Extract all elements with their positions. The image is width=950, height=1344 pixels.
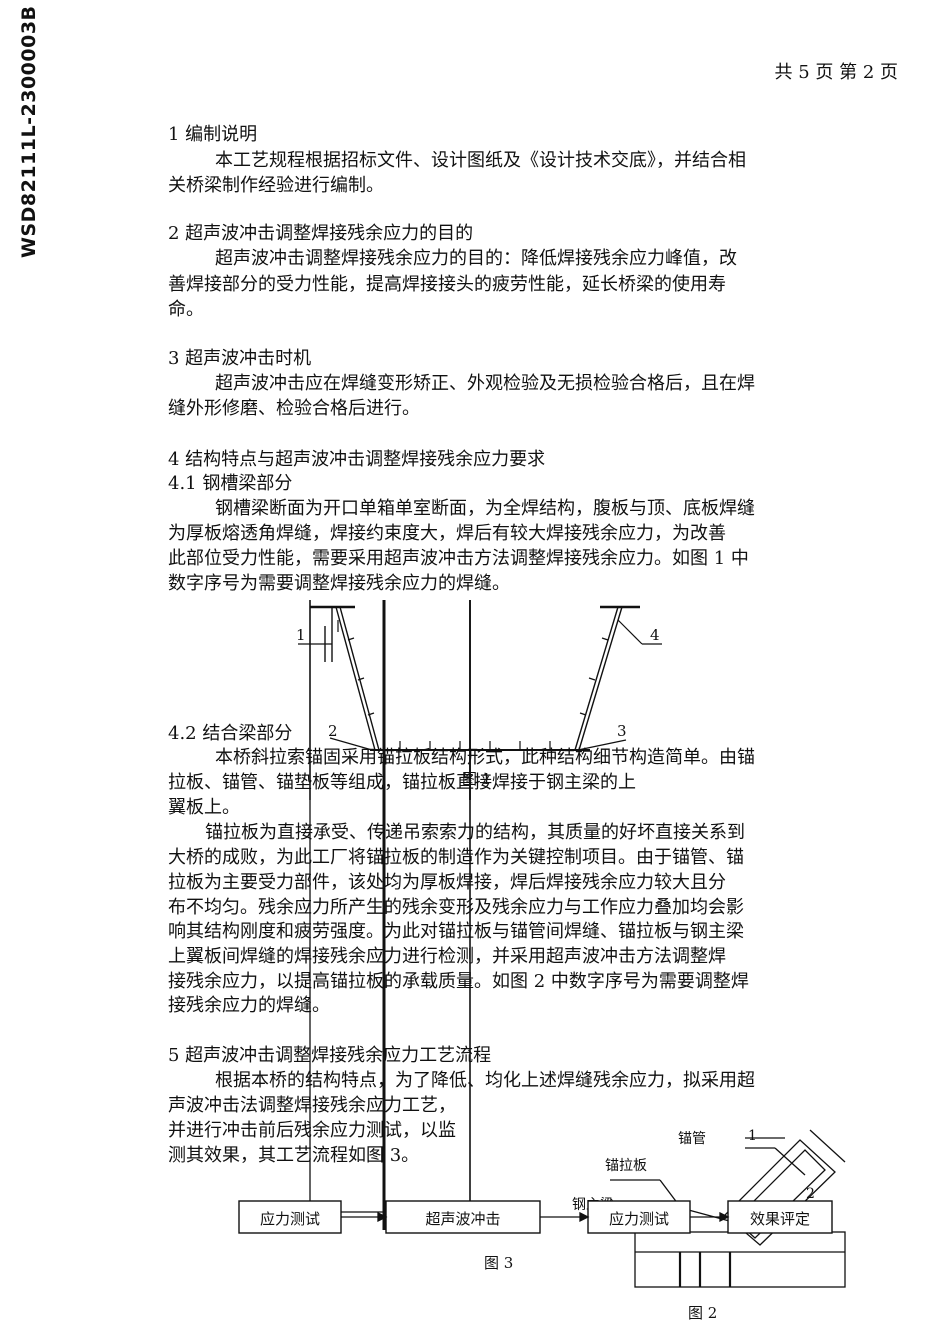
section-4-1-heading: 4.1 钢槽梁部分 (168, 473, 293, 494)
section-2-text: 善焊接部分的受力性能，提高焊接接头的疲劳性能，延长桥梁的使用寿 (168, 274, 726, 295)
figure-1-weld-1: 1 (296, 626, 306, 644)
section-4-1-text: 为厚板熔透角焊缝，焊接约束度大，焊后有较大焊接残余应力，为改善 (168, 523, 726, 544)
flow-step-effect-evaluation: 效果评定 (749, 1210, 810, 1228)
section-3-text: 缝外形修磨、检验合格后进行。 (168, 398, 420, 419)
section-2-text: 命。 (168, 299, 204, 320)
section-1-text: 关桥梁制作经验进行编制。 (168, 175, 384, 196)
section-2-heading: 2 超声波冲击调整焊接残余应力的目的 (168, 223, 474, 244)
figure-2-label-anchor-tube: 锚管 (678, 1131, 706, 1147)
section-4-2-text: 上翼板间焊缝的焊接残余应力进行检测，并采用超声波冲击方法调整焊 (168, 946, 726, 967)
section-4-2-text: 大桥的成败，为此工厂将锚拉板的制造作为关键控制项目。由于锚管、锚 (168, 847, 744, 868)
section-4-2-text: 响其结构刚度和疲劳强度。为此对锚拉板与锚管间焊缝、锚拉板与钢主梁 (168, 921, 744, 942)
section-5-text: 根据本桥的结构特点，为了降低、均化上述焊缝残余应力，拟采用超 (215, 1070, 755, 1091)
figure-2-weld-1: 1 (748, 1128, 757, 1144)
section-3-heading: 3 超声波冲击时机 (168, 348, 312, 369)
section-4-2-text: 拉板为主要受力部件，该处均为厚板焊接，焊后焊接残余应力较大且分 (168, 872, 726, 893)
section-4-2-text: 接残余应力的焊缝。 (168, 995, 330, 1016)
section-4-2-text: 布不均匀。残余应力所产生的残余变形及残余应力与工作应力叠加均会影 (168, 897, 744, 918)
section-3-text: 超声波冲击应在焊缝变形矫正、外观检验及无损检验合格后，且在焊 (215, 373, 755, 394)
figure-1-weld-3: 3 (617, 722, 627, 740)
section-4-2-text: 锚拉板为直接承受、传递吊索索力的结构，其质量的好坏直接关系到 (205, 822, 745, 843)
flow-step-stress-test-before: 应力测试 (259, 1210, 320, 1228)
section-4-2-text: 翼板上。 (168, 797, 240, 818)
section-4-2-heading: 4.2 结合梁部分 (168, 723, 293, 744)
figure-2-caption: 图 2 (688, 1304, 718, 1322)
section-2-text: 超声波冲击调整焊接残余应力的目的：降低焊接残余应力峰值，改 (215, 248, 737, 269)
page-number: 共 5 页 第 2 页 (774, 62, 898, 83)
section-4-1-text: 此部位受力性能，需要采用超声波冲击方法调整焊接残余应力。如图 1 中 (168, 548, 749, 569)
section-1-text: 本工艺规程根据招标文件、设计图纸及《设计技术交底》，并结合相 (215, 150, 746, 171)
figure-3-flowchart (238, 1200, 833, 1234)
section-4-1-text: 数字序号为需要调整焊接残余应力的焊缝。 (168, 573, 510, 594)
figure-2-label-anchor-plate: 锚拉板 (605, 1158, 647, 1174)
section-4-2-text: 拉板、锚管、锚垫板等组成，锚拉板直接焊接于钢主梁的上 (168, 772, 636, 793)
figure-1-weld-4: 4 (650, 626, 660, 644)
section-5-text: 测其效果，其工艺流程如图 3。 (168, 1145, 420, 1166)
section-4-1-text: 钢槽梁断面为开口单箱单室断面，为全焊结构，腹板与顶、底板焊缝 (215, 498, 755, 519)
figure-2-weld-2: 2 (806, 1186, 815, 1202)
section-4-2-text: 本桥斜拉索锚固采用锚拉板结构形式，此种结构细节构造简单。由锚 (215, 747, 755, 768)
section-4-2-text: 接残余应力，以提高锚拉板的承载质量。如图 2 中数字序号为需要调整焊 (168, 971, 749, 992)
flow-step-ultrasonic-impact: 超声波冲击 (425, 1210, 501, 1228)
flow-step-stress-test-after: 应力测试 (608, 1210, 669, 1228)
section-5-heading: 5 超声波冲击调整焊接残余应力工艺流程 (168, 1045, 492, 1066)
section-1-heading: 1 编制说明 (168, 124, 258, 145)
section-4-heading: 4 结构特点与超声波冲击调整焊接残余应力要求 (168, 449, 546, 470)
figure-1-weld-2: 2 (328, 722, 338, 740)
figure-3-caption: 图 3 (484, 1254, 514, 1272)
